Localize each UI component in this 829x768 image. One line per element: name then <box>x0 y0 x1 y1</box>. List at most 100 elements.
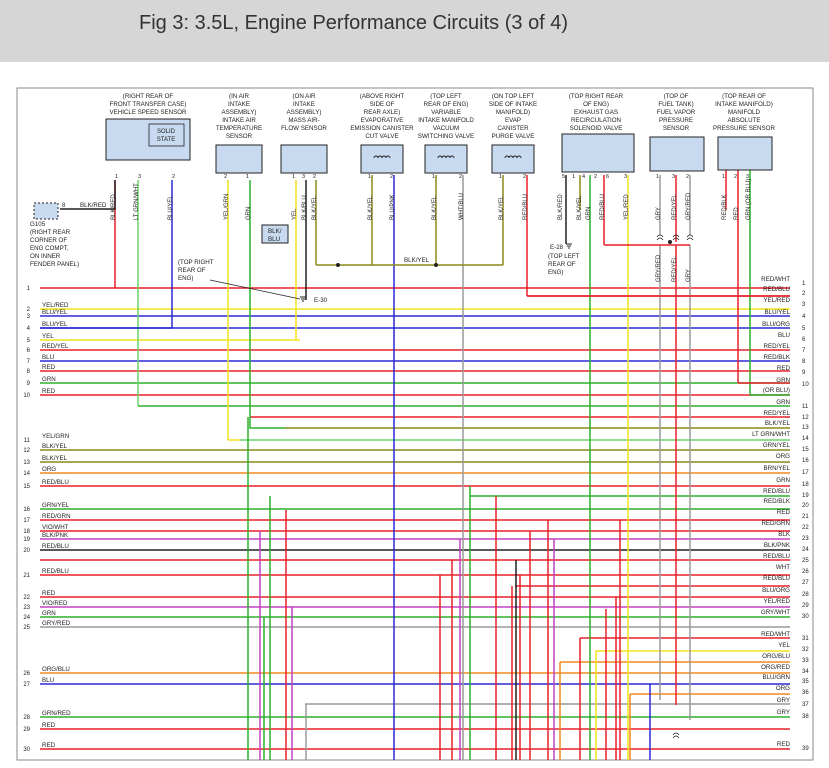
right-wire-label: GRY/WHT <box>761 609 790 616</box>
left-pin-number: 11 <box>24 438 31 444</box>
ground-g105-label: ENG COMPT, <box>30 245 69 252</box>
vertical-wire-label: BLU/YEL <box>168 195 174 220</box>
right-pin-number: 38 <box>802 714 809 720</box>
splice-dot <box>434 263 438 267</box>
right-pin-number: 30 <box>802 614 809 620</box>
right-wire-label: (OR BLU) <box>763 387 790 394</box>
component-label: (ON TOP LEFT <box>492 93 535 100</box>
right-pin-number: 36 <box>802 690 809 696</box>
right-pin-number: 1 <box>802 281 806 287</box>
left-pin-number: 6 <box>27 348 31 354</box>
right-wire-label: BLK/PNK <box>764 542 791 549</box>
vertical-wire-label: BLK/RED <box>111 194 117 220</box>
left-pin-number: 8 <box>27 369 31 375</box>
left-wire-label: ORG <box>42 466 56 473</box>
component-label: VARIABLE <box>431 109 461 116</box>
vertical-wire-label: RED/BLK <box>722 194 728 220</box>
component-pin-number: 2 <box>313 174 316 180</box>
right-pin-number: 23 <box>802 536 809 542</box>
right-wire-label: BLU/YEL <box>765 309 791 316</box>
component-pin-number: 2 <box>390 174 393 180</box>
component-label: INTAKE <box>228 101 250 108</box>
component-label: SWITCHING VALVE <box>418 133 474 140</box>
component-label: ASSEMBLY) <box>222 109 257 116</box>
component-pin-number: 1 <box>572 174 575 180</box>
vertical-wire-label: RED/BLU <box>600 194 606 220</box>
left-wire-label: ORG/BLU <box>42 666 70 673</box>
components-layer <box>33 118 773 739</box>
left-pin-number: 12 <box>23 448 30 454</box>
right-wire-label: GRN/YEL <box>763 442 791 449</box>
left-wire-label: YEL/RED <box>42 302 69 309</box>
left-pin-number: 1 <box>27 286 31 292</box>
ground-e28-label: REAR OF <box>548 261 576 268</box>
page-title: Fig 3: 3.5L, Engine Performance Circuits… <box>139 12 569 34</box>
component-label: (ABOVE RIGHT <box>360 93 405 100</box>
vertical-wire-label: GRY <box>656 207 662 220</box>
left-pin-number: 9 <box>27 381 31 387</box>
component-pin-number: 3 <box>302 174 305 180</box>
component-label: SIDE OF <box>370 101 395 108</box>
left-wire-label: BLU/YEL <box>42 309 68 316</box>
ground-g105-symbol <box>33 202 59 220</box>
right-wire-label: BLU/GRN <box>762 674 790 681</box>
right-pin-number: 14 <box>802 436 809 442</box>
left-wire-label: YEL <box>42 333 54 340</box>
component-label: EVAP <box>505 117 521 124</box>
ground-g105-label: FENDER PANEL) <box>30 261 79 268</box>
right-wire-label: RED/GRN <box>761 520 790 527</box>
left-wire-label: RED <box>42 590 56 597</box>
component-label: FUEL TANK) <box>658 101 693 108</box>
left-pin-number: 18 <box>23 529 30 535</box>
right-pin-number: 6 <box>802 337 806 343</box>
component-label: VACUUM <box>433 125 459 132</box>
component-pin-number: 1 <box>292 174 295 180</box>
right-pin-number: 28 <box>802 592 809 598</box>
ground-pin: 8 <box>62 203 66 209</box>
tag-label: BLK/ <box>268 228 282 235</box>
vertical-wire-label: RED <box>734 207 740 220</box>
right-wire-label: BLU <box>778 332 790 339</box>
component-pin-number: 3 <box>138 174 141 180</box>
left-pin-number: 10 <box>23 393 30 399</box>
right-wire-label: RED <box>777 365 791 372</box>
component-label: CUT VALVE <box>365 133 398 140</box>
left-wire-label: RED/BLU <box>42 568 69 575</box>
component-label: SIDE OF INTAKE <box>489 101 537 108</box>
vertical-wire-label: GRN <box>246 207 252 220</box>
component-label: MANIFOLD <box>728 109 761 116</box>
ground-g105-label: ON INNER <box>30 253 61 260</box>
left-pin-number: 17 <box>23 518 30 524</box>
tag-label: BLU <box>268 236 280 243</box>
component-label: (TOP OF <box>664 93 689 100</box>
right-pin-number: 34 <box>802 669 809 675</box>
component-pin-number: 2 <box>523 174 526 180</box>
left-pin-number: 26 <box>23 671 30 677</box>
right-wire-label: BRN/YEL <box>764 465 791 472</box>
ground-g105-label: (RIGHT REAR <box>30 229 71 236</box>
vacuum-switching-valve <box>424 144 468 174</box>
left-wire-label: GRN/YEL <box>42 502 70 509</box>
left-wire-label: VIO/RED <box>42 600 68 607</box>
ground-e30-label: (TOP RIGHT <box>178 259 214 266</box>
right-wire-label: BLK/YEL <box>765 420 791 427</box>
left-wire-label: RED <box>42 364 56 371</box>
left-wire-label: YEL/GRN <box>42 433 69 440</box>
right-pin-number: 19 <box>802 493 809 499</box>
vertical-wire-label: BLK/YEL <box>432 195 438 220</box>
vertical-wire-label: BLU/PNK <box>390 194 396 220</box>
component-label: RECIRCULATION <box>571 117 621 124</box>
component-pin-number: 1 <box>368 174 371 180</box>
left-pin-number: 4 <box>27 326 31 332</box>
twist-marker <box>672 234 680 241</box>
component-label: CANISTER <box>497 125 529 132</box>
title-bar: Fig 3: 3.5L, Engine Performance Circuits… <box>0 0 829 62</box>
component-label: EMISSION CANISTER <box>350 125 414 132</box>
splice-dot <box>336 263 340 267</box>
ground-e28-label: (TOP LEFT <box>548 253 580 260</box>
component-pin-number: 2 <box>734 174 737 180</box>
left-pin-number: 21 <box>23 573 30 579</box>
vertical-wire-label: LT GRN/WHT <box>134 183 140 220</box>
coil-symbol <box>504 155 522 159</box>
twist-marker <box>672 732 680 739</box>
